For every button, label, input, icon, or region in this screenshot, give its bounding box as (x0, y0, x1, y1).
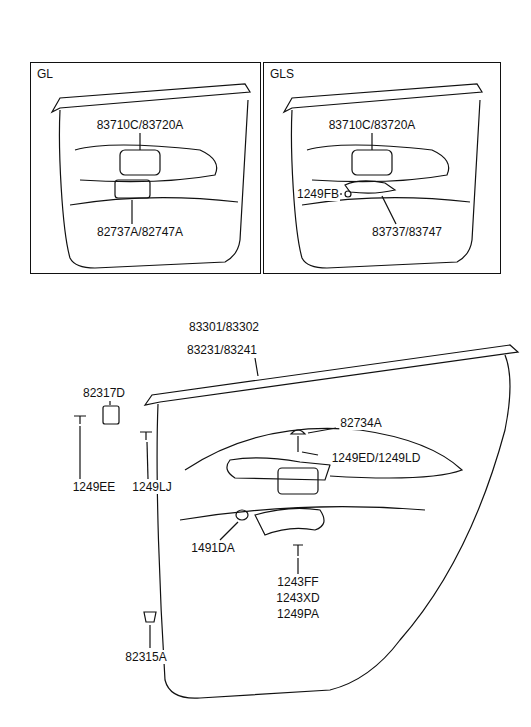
illustration-line (307, 145, 449, 182)
illustration-line (293, 545, 303, 556)
illustration-line (157, 355, 510, 698)
illustration-line (236, 510, 248, 520)
illustration-line (59, 100, 248, 268)
part-number: 1243XD (275, 591, 320, 605)
illustration-line (345, 181, 395, 193)
part-number: 1249LJ (131, 480, 172, 494)
part-number: 1243FF (276, 575, 319, 589)
part-number: 1249EE (72, 480, 117, 494)
part-number: 83737/83747 (371, 225, 443, 239)
inset-frame: GLS (263, 62, 501, 274)
variant-heading: GLS (270, 67, 294, 81)
inset-frame: GL (30, 62, 261, 274)
illustration-line (297, 436, 298, 452)
part-number: 83231/83241 (186, 343, 258, 357)
illustration-line (382, 196, 396, 224)
illustration-line (74, 416, 86, 424)
part-number: 82317D (82, 386, 126, 400)
illustration-line (139, 133, 140, 150)
illustration-line (185, 428, 462, 478)
variant-heading: GL (37, 67, 53, 81)
part-number: 82315A (124, 650, 167, 664)
illustration-line (131, 200, 132, 224)
part-number: 83301/83302 (188, 320, 260, 334)
illustration-line (109, 401, 110, 405)
part-number: 1249ED/1249LD (331, 451, 422, 465)
illustration-line (75, 145, 217, 182)
illustration-line (255, 358, 258, 376)
part-number: 1491DA (190, 541, 235, 555)
part-number: 83710C/83720A (96, 118, 185, 132)
illustration-line (278, 468, 318, 494)
illustration-line (52, 84, 250, 112)
illustration-line (345, 191, 351, 197)
illustration-line (140, 432, 152, 440)
illustration-line (220, 522, 238, 540)
illustration-line (371, 133, 372, 150)
illustration-line (291, 100, 480, 268)
part-number: 83710C/83720A (328, 118, 417, 132)
illustration-line (120, 150, 160, 175)
illustration-line (291, 430, 305, 434)
illustration-line (115, 180, 150, 198)
illustration-line (255, 508, 324, 535)
illustration-line (297, 558, 298, 574)
part-number: 82734A (339, 416, 382, 430)
illustration-line (79, 426, 80, 479)
illustration-line (70, 198, 238, 205)
illustration-line (103, 406, 119, 424)
part-number: 1249FB (296, 187, 340, 201)
part-number: 82737A/82747A (96, 225, 184, 239)
illustration-line (308, 428, 336, 433)
illustration-line (352, 150, 392, 175)
illustration-line (149, 625, 150, 648)
illustration-line (284, 84, 482, 112)
part-number: 1249PA (276, 607, 320, 621)
illustration-line (144, 612, 156, 622)
illustration-line (302, 452, 318, 455)
illustration-line (147, 442, 148, 479)
